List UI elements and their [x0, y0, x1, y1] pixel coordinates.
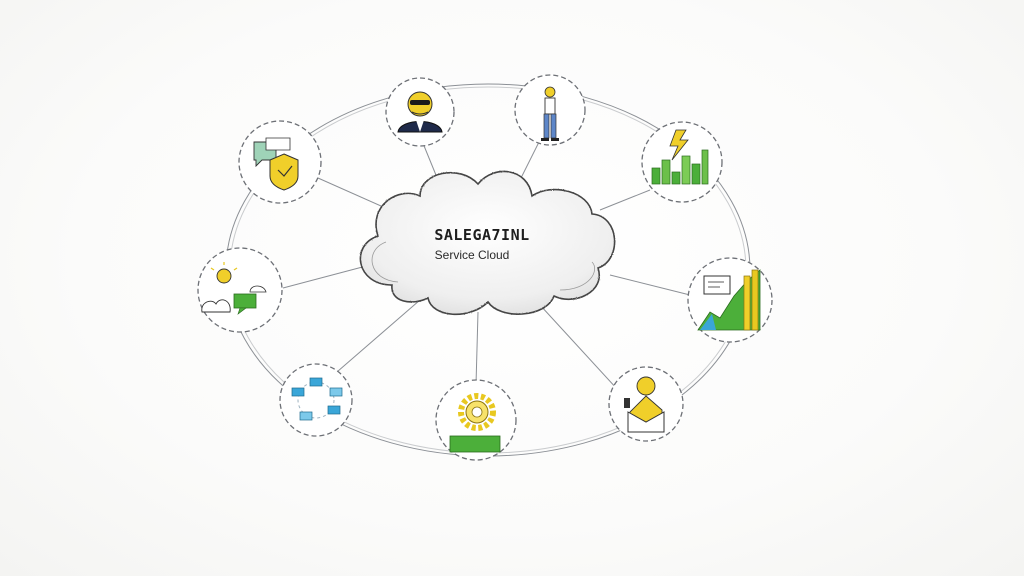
cycle-workflow-icon: [291, 377, 343, 421]
support-agent-icon: [397, 91, 443, 133]
node-ideas[interactable]: [197, 247, 283, 333]
node-workflow[interactable]: [279, 363, 353, 437]
report-chart-icon: [697, 269, 761, 331]
chat-shield-icon: [253, 137, 299, 191]
node-agent[interactable]: [385, 77, 455, 147]
node-reports[interactable]: [687, 257, 773, 343]
connector-spokes: [282, 135, 691, 391]
standing-person-icon: [541, 86, 559, 141]
idea-chat-icon: [201, 262, 267, 315]
central-cloud[interactable]: SALEGA7INL Service Cloud: [359, 170, 616, 316]
node-analytics[interactable]: [641, 121, 723, 203]
node-security[interactable]: [238, 120, 322, 204]
cloud-subtitle: Service Cloud: [435, 248, 510, 262]
node-knowledge[interactable]: [608, 366, 684, 442]
node-customer[interactable]: [514, 74, 586, 146]
person-reading-icon: [624, 376, 665, 433]
cloud-title: SALEGA7INL: [434, 226, 529, 244]
node-automation[interactable]: [435, 379, 517, 461]
gear-icon: [449, 393, 501, 453]
bar-chart-lightning-icon: [651, 129, 709, 185]
